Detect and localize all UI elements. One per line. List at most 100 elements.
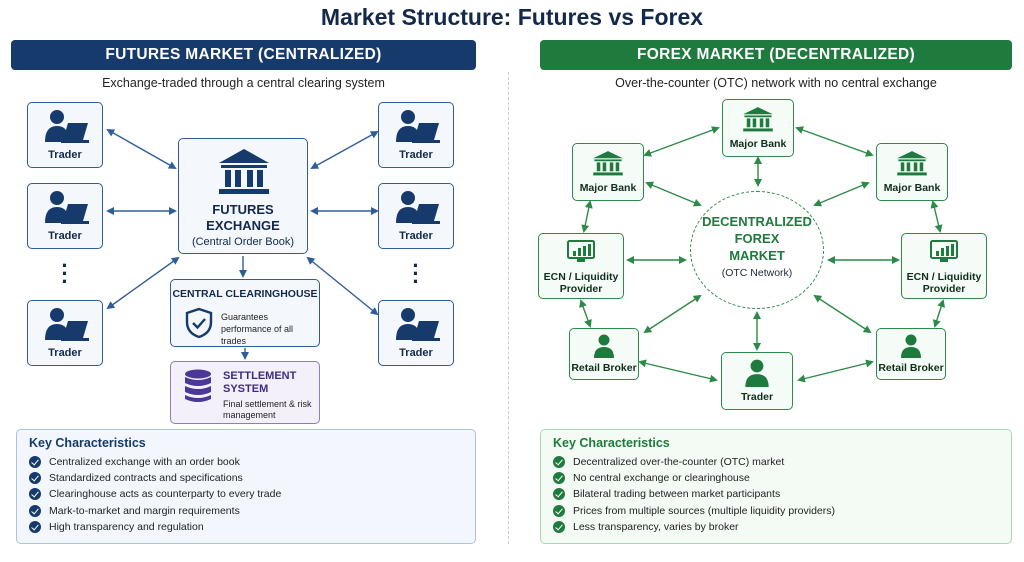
futures-banner: FUTURES MARKET (CENTRALIZED) [11,40,476,70]
hub-line4: (OTC Network) [721,267,793,279]
retail-broker-label: Retail Broker [571,362,637,374]
forex-major-bank-box: Major Bank [722,99,794,157]
check-circle-icon [29,488,41,501]
arrow-broker-trader [638,359,718,383]
arrow-trader-exchange [306,256,379,316]
forex-key-item: No central exchange or clearinghouse [553,470,999,486]
forex-key-title: Key Characteristics [553,436,670,450]
settlement-description: Final settlement & risk management [223,399,312,420]
bank-building-icon [593,151,623,176]
exchange-title-line1: FUTURES [212,202,274,217]
forex-major-bank-box: Major Bank [876,143,948,201]
arrow-hub-broker [643,294,702,334]
trader-label: Trader [399,230,433,242]
trader-label: Trader [48,347,82,359]
monitor-chart-icon [930,240,958,262]
more-traders-ellipsis: ··· [412,253,420,294]
arrow-ecn-broker [579,299,592,328]
forex-key-characteristics: Key Characteristics Decentralized over-t… [540,429,1012,544]
clearinghouse-box: CENTRAL CLEARINGHOUSE Guarantees perform… [170,279,320,347]
bank-building-icon [743,107,773,132]
futures-key-characteristics: Key Characteristics Centralized exchange… [16,429,476,544]
arrow-hub-bank [813,181,870,207]
ecn-label: ECN / Liquidity Provider [543,271,619,295]
clearinghouse-title: CENTRAL CLEARINGHOUSE [172,288,318,300]
futures-key-item: High transparency and regulation [29,519,463,535]
trader-label: Trader [399,347,433,359]
hub-line1: DECENTRALIZED [702,214,812,229]
settlement-box: SETTLEMENT SYSTEM Final settlement & ris… [170,361,320,424]
check-circle-icon [29,472,41,485]
person-icon [745,359,769,387]
futures-trader-box: Trader [27,102,103,168]
section-divider [508,72,509,544]
check-circle-icon [553,472,565,485]
check-circle-icon [29,520,41,533]
check-circle-icon [29,456,41,468]
forex-key-item: Decentralized over-the-counter (OTC) mar… [553,454,999,470]
forex-trader-label: Trader [740,391,774,403]
forex-ecn-box: ECN / Liquidity Provider [901,233,987,299]
arrow-ecn-broker [933,299,945,328]
futures-trader-box: Trader [378,300,454,366]
arrow-hub-broker [813,294,872,334]
forex-banner: FOREX MARKET (DECENTRALIZED) [540,40,1012,70]
futures-exchange-box: FUTURES EXCHANGE (Central Order Book) [178,138,308,254]
bank-building-icon [897,151,927,176]
more-traders-ellipsis: ··· [61,253,69,294]
futures-key-item: Centralized exchange with an order book [29,454,463,470]
decentralized-market-hub: DECENTRALIZED FOREX MARKET (OTC Network) [690,191,824,309]
trader-label: Trader [48,149,82,161]
person-icon [594,334,614,358]
arrow-bank-bank [795,126,874,157]
trader-laptop-icon [396,308,440,341]
arrow-trader-exchange [310,131,379,169]
major-bank-label: Major Bank [883,182,941,194]
retail-broker-label: Retail Broker [878,362,944,374]
forex-retail-broker-box: Retail Broker [876,328,946,380]
forex-ecn-box: ECN / Liquidity Provider [538,233,624,299]
futures-key-item: Clearinghouse acts as counterparty to ev… [29,486,463,502]
forex-key-item: Less transparency, varies by broker [553,519,999,535]
database-icon [185,369,211,402]
futures-trader-box: Trader [378,183,454,249]
arrow-trader-exchange [106,129,177,169]
exchange-subtitle: (Central Order Book) [191,236,295,248]
futures-trader-box: Trader [27,183,103,249]
futures-key-title: Key Characteristics [29,436,146,450]
arrow-bank-ecn [581,200,593,233]
trader-laptop-icon [45,308,89,341]
trader-laptop-icon [45,110,89,143]
trader-label: Trader [48,230,82,242]
check-circle-icon [553,456,565,468]
exchange-title-line2: EXCHANGE [206,218,280,233]
major-bank-label: Major Bank [579,182,637,194]
forex-retail-broker-box: Retail Broker [569,328,639,380]
hub-line3: MARKET [729,248,785,263]
arrow-bank-ecn [930,200,943,233]
settlement-title: SETTLEMENT SYSTEM [223,370,297,395]
page-title: Market Structure: Futures vs Forex [320,4,704,30]
person-icon [901,334,921,358]
forex-subtitle: Over-the-counter (OTC) network with no c… [615,76,937,90]
forex-key-item: Prices from multiple sources (multiple l… [553,503,999,519]
forex-trader-box: Trader [721,352,793,410]
forex-major-bank-box: Major Bank [572,143,644,201]
arrow-bank-bank [643,126,720,157]
futures-subtitle: Exchange-traded through a central cleari… [102,76,385,90]
major-bank-label: Major Bank [729,138,787,150]
clearinghouse-description: Guarantees performance of all trades [221,312,294,346]
trader-label: Trader [399,149,433,161]
check-circle-icon [553,488,565,501]
futures-trader-box: Trader [378,102,454,168]
trader-laptop-icon [396,191,440,224]
check-circle-icon [29,504,41,517]
arrow-broker-trader [797,359,874,383]
hub-line2: FOREX [734,231,780,246]
check-circle-icon [553,520,565,533]
arrow-trader-exchange [106,256,180,310]
futures-key-item: Standardized contracts and specification… [29,470,463,486]
futures-key-item: Mark-to-market and margin requirements [29,503,463,519]
arrow-hub-bank [645,181,702,207]
